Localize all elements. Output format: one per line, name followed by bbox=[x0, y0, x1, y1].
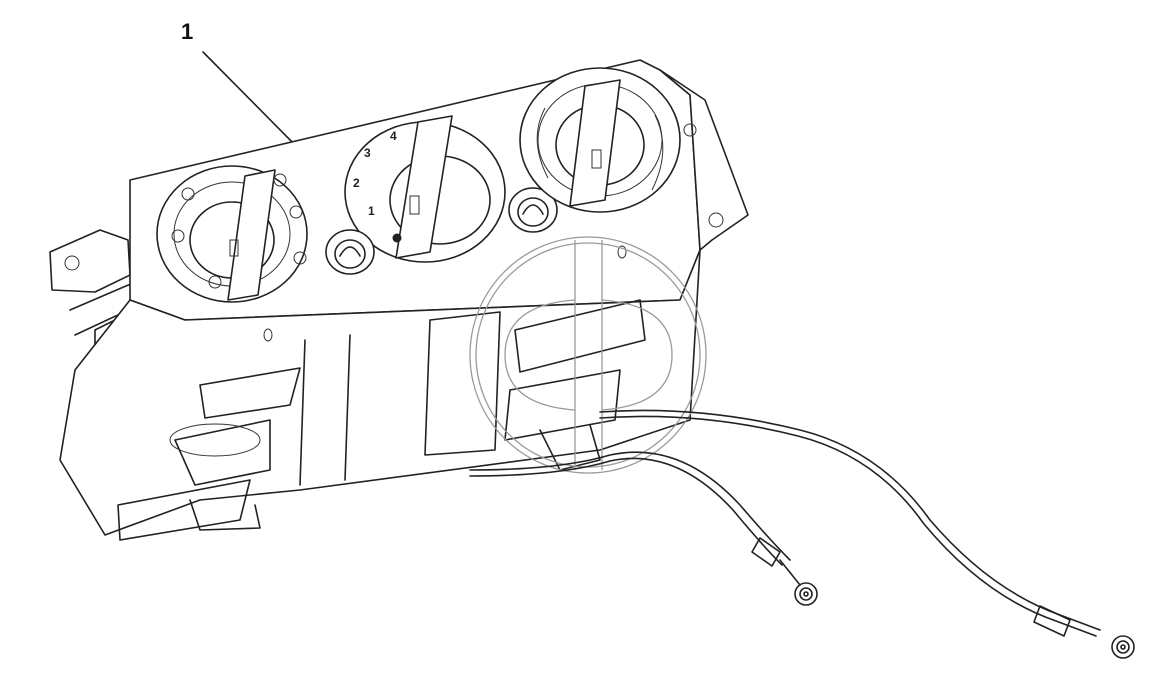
right-small-switch bbox=[508, 187, 558, 233]
sensor-wire-short bbox=[469, 451, 818, 606]
fan-off-mark bbox=[392, 233, 402, 243]
right-air-knob bbox=[519, 67, 681, 213]
fan-speed-mark-4: 4 bbox=[390, 129, 397, 143]
fan-speed-knob: 1 2 3 4 bbox=[344, 115, 506, 263]
callout-number-1: 1 bbox=[181, 19, 194, 44]
sensor-coil-short bbox=[794, 582, 818, 606]
callout-1-leader bbox=[202, 51, 301, 151]
sensor-coil-long bbox=[1111, 635, 1135, 659]
fan-speed-mark-3: 3 bbox=[364, 146, 371, 160]
left-small-switch bbox=[325, 229, 375, 275]
sensor-wire-long bbox=[599, 409, 1135, 659]
left-mode-knob bbox=[156, 165, 308, 303]
fan-speed-mark-1: 1 bbox=[368, 204, 375, 218]
fan-speed-mark-2: 2 bbox=[353, 176, 360, 190]
